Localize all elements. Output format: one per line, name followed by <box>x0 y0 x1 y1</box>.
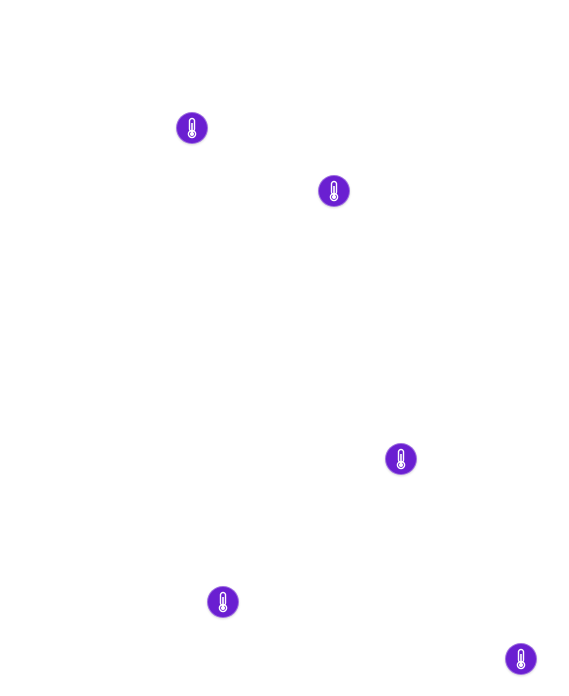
thermometer-icon <box>516 648 526 670</box>
temperature-marker[interactable] <box>505 643 537 675</box>
temperature-marker[interactable] <box>176 112 208 144</box>
temperature-marker[interactable] <box>207 586 239 618</box>
thermometer-icon <box>218 591 228 613</box>
thermometer-icon <box>396 448 406 470</box>
temperature-marker[interactable] <box>318 175 350 207</box>
thermometer-icon <box>187 117 197 139</box>
thermometer-icon <box>329 180 339 202</box>
temperature-marker[interactable] <box>385 443 417 475</box>
